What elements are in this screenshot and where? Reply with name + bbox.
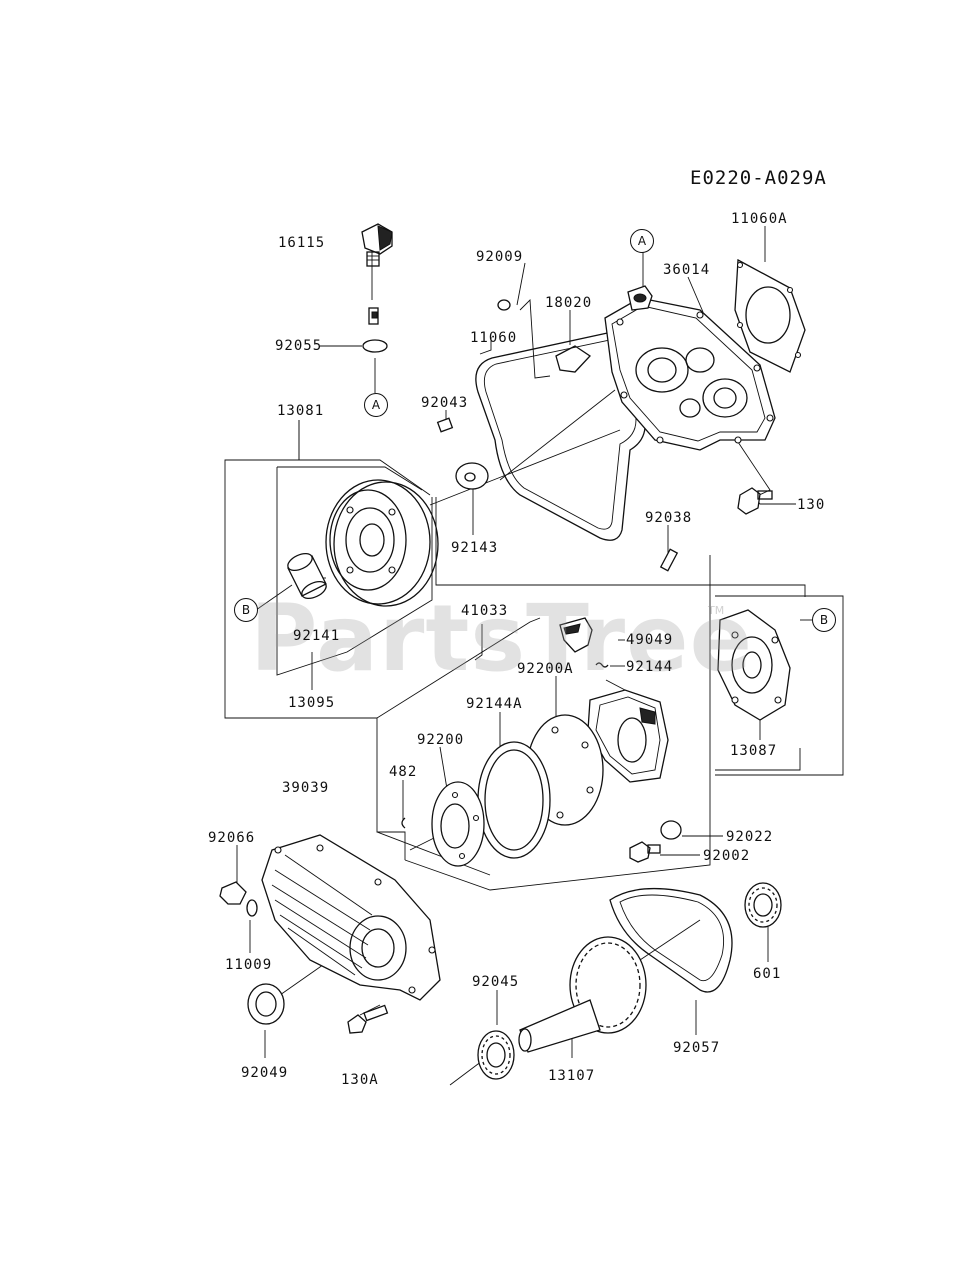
part-label: 92057	[673, 1040, 721, 1056]
part-label: 482	[389, 764, 418, 780]
part-label: 39039	[282, 780, 330, 796]
callout-a-top: A	[630, 229, 654, 253]
part-label: 92022	[726, 829, 774, 845]
part-label: 92144A	[466, 696, 523, 712]
part-label: 49049	[626, 632, 674, 648]
watermark-trademark: TM	[708, 604, 725, 617]
part-label: 11060	[470, 330, 518, 346]
diagram-code: E0220-A029A	[690, 167, 827, 189]
part-label: 41033	[461, 603, 509, 619]
part-label: 92045	[472, 974, 520, 990]
part-label: 11009	[225, 957, 273, 973]
part-label: 130	[797, 497, 826, 513]
part-label: 16115	[278, 235, 326, 251]
part-label: 92049	[241, 1065, 289, 1081]
watermark: PartsTree	[250, 585, 753, 692]
part-label: 13081	[277, 403, 325, 419]
part-label: 13107	[548, 1068, 596, 1084]
part-label: 92144	[626, 659, 674, 675]
part-label: 130A	[341, 1072, 379, 1088]
part-label: 92038	[645, 510, 693, 526]
part-label: 18020	[545, 295, 593, 311]
part-label: 13095	[288, 695, 336, 711]
part-label: 92055	[275, 338, 323, 354]
part-label: 92200A	[517, 661, 574, 677]
part-label: 92066	[208, 830, 256, 846]
callout-b-left: B	[234, 598, 258, 622]
part-label: 92200	[417, 732, 465, 748]
part-label: 92043	[421, 395, 469, 411]
callout-a-oil: A	[364, 393, 388, 417]
part-label: 11060A	[731, 211, 788, 227]
callout-b-right: B	[812, 608, 836, 632]
part-label: 92002	[703, 848, 751, 864]
part-label: 13087	[730, 743, 778, 759]
part-label: 92141	[293, 628, 341, 644]
part-label: 92143	[451, 540, 499, 556]
part-label: 36014	[663, 262, 711, 278]
part-label: 92009	[476, 249, 524, 265]
part-label: 601	[753, 966, 782, 982]
